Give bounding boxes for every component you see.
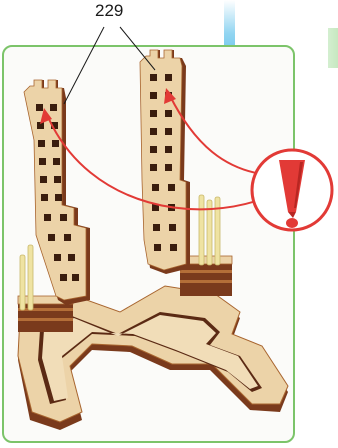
peg <box>28 245 33 310</box>
left-upright-panel <box>24 80 90 305</box>
peg <box>199 195 204 265</box>
peg <box>215 197 220 265</box>
right-upright-panel <box>140 50 190 274</box>
warning-exclamation-icon <box>252 150 332 230</box>
peg <box>20 255 25 310</box>
part-number-label: 229 <box>95 1 123 21</box>
